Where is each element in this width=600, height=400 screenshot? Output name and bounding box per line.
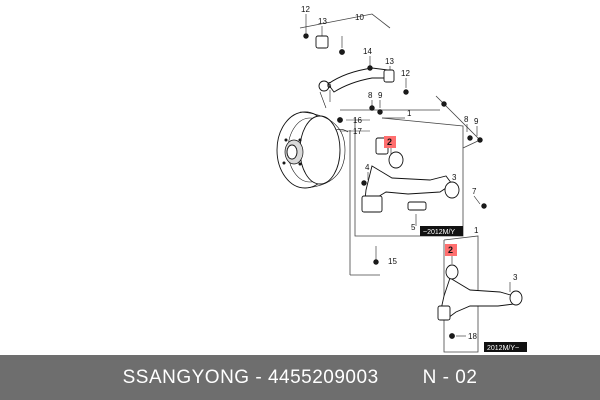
parts-diagram: 2 2 12 13 10 14 13 12 6 8 9 1 16 17 8 9 …	[276, 5, 527, 353]
callout-5: 5	[411, 223, 416, 232]
callout-3b: 3	[513, 273, 518, 282]
upper-link-assembly	[303, 33, 409, 133]
callout-9a: 9	[378, 91, 383, 100]
callout-12a: 12	[301, 5, 310, 14]
lower-arm-early	[361, 101, 487, 265]
callout-4: 4	[365, 163, 370, 172]
callout-18: 18	[468, 332, 477, 341]
highlight-item-2-lower: 2	[445, 244, 457, 256]
callout-9b: 9	[474, 117, 479, 126]
badge-upper-model-year: ~2012M/Y	[420, 226, 463, 236]
callout-15: 15	[388, 257, 397, 266]
svg-text:~2012M/Y: ~2012M/Y	[423, 229, 455, 236]
part-footer: SSANGYONG - 4455209003 N - 02	[0, 355, 600, 400]
highlight-item-2-upper: 2	[384, 136, 396, 148]
callout-8: 8	[368, 91, 373, 100]
brake-disc-hub	[276, 111, 346, 189]
part-number: 4455209003	[267, 366, 379, 388]
callout-16: 16	[353, 116, 362, 125]
callout-13b: 13	[385, 57, 394, 66]
callout-14: 14	[363, 47, 372, 56]
part-position: N - 02	[422, 366, 478, 388]
callout-3a: 3	[452, 173, 457, 182]
callout-1b: 1	[474, 226, 479, 235]
callout-6a: 6	[327, 81, 332, 90]
badge-lower-model-year: 2012M/Y~	[484, 342, 527, 352]
callout-2-upper: 2	[387, 137, 392, 147]
callout-2-lower: 2	[448, 245, 453, 255]
callout-7: 7	[472, 187, 477, 196]
svg-text:2012M/Y~: 2012M/Y~	[487, 345, 519, 352]
callout-1a: 1	[407, 109, 412, 118]
callout-10: 10	[355, 13, 364, 22]
callout-13a: 13	[318, 17, 327, 26]
lower-arm-late	[437, 264, 523, 339]
brand-name: SSANGYONG	[122, 366, 250, 388]
callout-12b: 12	[401, 69, 410, 78]
brand-separator: -	[249, 366, 268, 388]
callout-8b: 8	[464, 115, 469, 124]
callout-17: 17	[353, 127, 362, 136]
callout-numbers: 12 13 10 14 13 12 6 8 9 1 16 17 8 9 3 7 …	[301, 5, 518, 341]
